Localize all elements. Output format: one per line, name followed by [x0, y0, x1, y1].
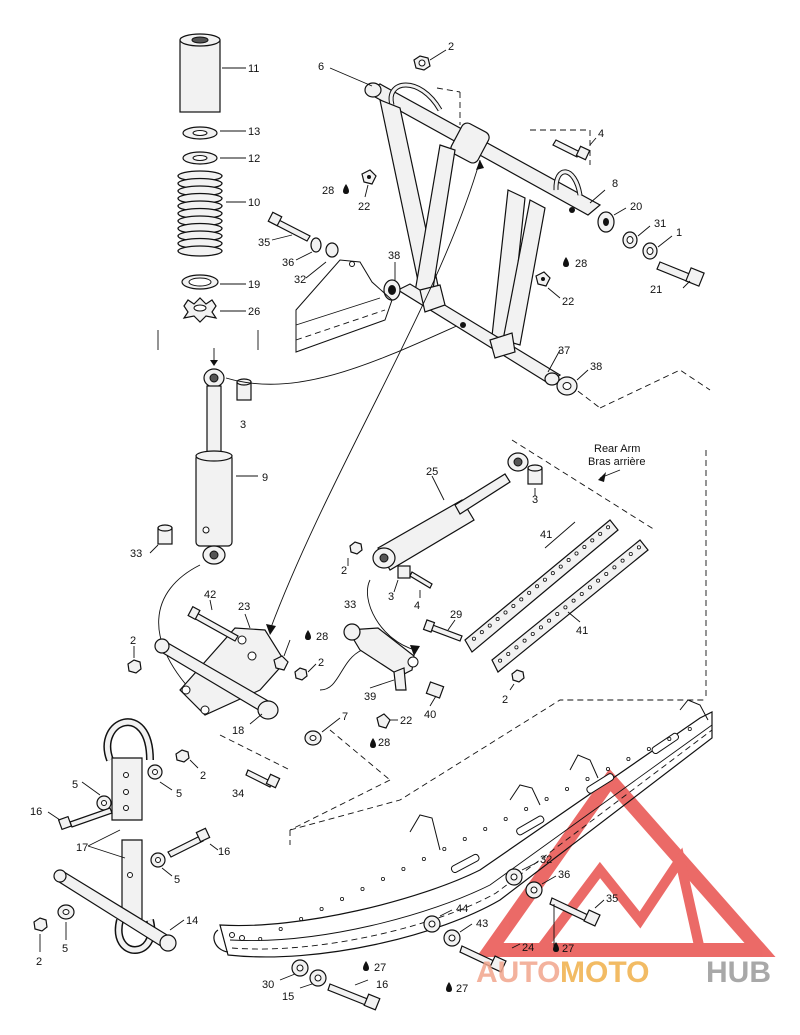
rear-link-arm — [289, 623, 445, 831]
callout-22-link: 22 — [400, 715, 412, 727]
callout-36-rail: 36 — [558, 869, 570, 881]
callout-2-bottom: 2 — [36, 956, 42, 968]
watermark-text: AUTO MOTO HUB — [476, 956, 771, 989]
callout-2-shock: 2 — [341, 565, 347, 577]
watermark-text-hub: HUB — [706, 956, 771, 989]
callout-1: 1 — [676, 227, 682, 239]
callout-18: 18 — [232, 725, 244, 737]
callout-39: 39 — [364, 691, 376, 703]
callout-2-arm: 2 — [318, 657, 324, 669]
rear-arm-label-fr: Bras arrière — [588, 456, 645, 468]
callout-28-upper: 28 — [322, 185, 334, 197]
callout-10: 10 — [248, 197, 260, 209]
callout-2-stopper: 2 — [200, 770, 206, 782]
callout-17: 17 — [76, 842, 88, 854]
callout-2-top: 2 — [448, 41, 454, 53]
callout-40: 40 — [424, 709, 436, 721]
callout-38-right: 38 — [590, 361, 602, 373]
callout-27-rail: 27 — [562, 943, 574, 955]
rear-arm-label-en: Rear Arm — [594, 443, 640, 455]
callout-8: 8 — [612, 178, 618, 190]
callout-3-front: 3 — [240, 419, 246, 431]
callout-32-rail: 32 — [540, 854, 552, 866]
callout-5-a: 5 — [72, 779, 78, 791]
watermark-text-moto: MOTO — [560, 956, 649, 989]
callout-20: 20 — [630, 201, 642, 213]
callout-13: 13 — [248, 126, 260, 138]
callout-28-arm: 28 — [316, 631, 328, 643]
watermark-logo — [476, 768, 776, 957]
callout-22-right: 22 — [562, 296, 574, 308]
callout-35-upper: 35 — [258, 237, 270, 249]
callout-19: 19 — [248, 279, 260, 291]
callout-42: 42 — [204, 589, 216, 601]
callout-12: 12 — [248, 153, 260, 165]
callout-28-right: 28 — [575, 258, 587, 270]
callout-21: 21 — [650, 284, 662, 296]
front-arm-frame — [266, 49, 711, 635]
callout-16-mid: 16 — [218, 846, 230, 858]
callout-labels: 11 13 12 10 19 26 6 2 4 28 22 8 20 31 1 … — [30, 41, 682, 1003]
callout-41-lower: 41 — [576, 625, 588, 637]
callout-27-tip: 27 — [374, 962, 386, 974]
callout-27-bolt: 27 — [456, 983, 468, 995]
callout-38-left: 38 — [388, 250, 400, 262]
callout-16-tip: 16 — [376, 979, 388, 991]
callout-25: 25 — [426, 466, 438, 478]
callout-14: 14 — [186, 915, 198, 927]
callout-5-b: 5 — [176, 788, 182, 800]
callout-7: 7 — [342, 711, 348, 723]
callout-32-upper: 32 — [294, 274, 306, 286]
watermark-triangle-icon — [476, 768, 776, 957]
callout-28-link: 28 — [378, 737, 390, 749]
front-shock — [149, 319, 471, 701]
callout-37: 37 — [558, 345, 570, 357]
callout-6: 6 — [318, 61, 324, 73]
callout-11: 11 — [248, 63, 259, 75]
slide-rail — [213, 699, 713, 1011]
spring-stack — [157, 33, 259, 366]
callout-4-shock: 4 — [414, 600, 420, 612]
callout-35-rail: 35 — [606, 893, 618, 905]
callout-23: 23 — [238, 601, 250, 613]
callout-16-left: 16 — [30, 806, 42, 818]
callout-4-top: 4 — [598, 128, 604, 140]
callout-5-d: 5 — [62, 943, 68, 955]
callout-36-upper: 36 — [282, 257, 294, 269]
callout-34: 34 — [232, 788, 244, 800]
callout-2-rail-arm: 2 — [502, 694, 508, 706]
callout-43: 43 — [476, 918, 488, 930]
callout-9: 9 — [262, 472, 268, 484]
callout-2-left: 2 — [130, 635, 136, 647]
callout-26: 26 — [248, 306, 260, 318]
callout-41-upper: 41 — [540, 529, 552, 541]
callout-30: 30 — [262, 979, 274, 991]
callout-33-front: 33 — [130, 548, 142, 560]
callout-3-shock: 3 — [388, 591, 394, 603]
callout-3-rear: 3 — [532, 494, 538, 506]
callout-44: 44 — [456, 903, 468, 915]
rear-arm-label: Rear Arm Bras arrière — [588, 443, 645, 468]
rear-shock-assembly — [347, 439, 707, 700]
callout-15: 15 — [282, 991, 294, 1003]
callout-29: 29 — [450, 609, 462, 621]
callout-24: 24 — [522, 942, 534, 954]
callout-31: 31 — [654, 218, 666, 230]
oil-drop-icon — [305, 184, 569, 992]
callout-33-arm: 33 — [344, 599, 356, 611]
callout-22-upper: 22 — [358, 201, 370, 213]
lower-front-arm — [127, 579, 420, 789]
watermark-text-auto: AUTO — [476, 956, 560, 989]
stopper-brackets — [33, 718, 219, 954]
callout-5-c: 5 — [174, 874, 180, 886]
